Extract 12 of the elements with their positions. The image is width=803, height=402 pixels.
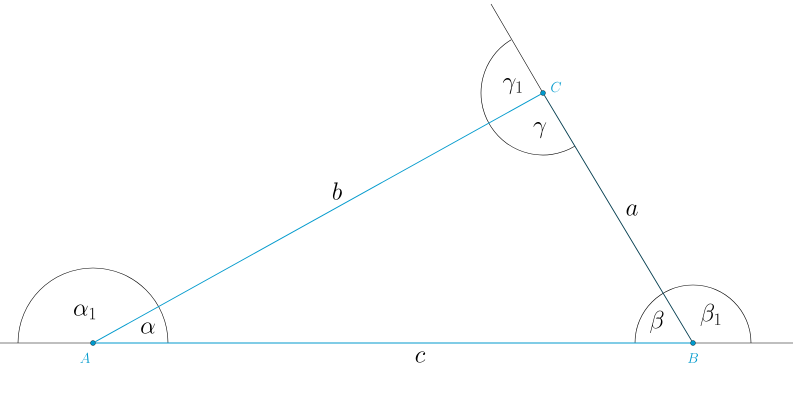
point-label: $C$ <box>551 82 562 92</box>
angle-label: $\gamma$ <box>533 122 546 138</box>
triangle-side <box>95 342 691 344</box>
side-label: $a$ <box>624 204 640 216</box>
triangle-side <box>544 94 692 342</box>
point-label: $B$ <box>688 353 698 363</box>
side-label: $c$ <box>414 350 426 364</box>
angle-label: $\alpha$ <box>141 322 155 334</box>
angle-label: $\beta_1$ <box>700 304 720 326</box>
point-label: $A$ <box>80 352 90 363</box>
side-label: $b$ <box>330 181 344 201</box>
triangle-side <box>94 94 542 342</box>
